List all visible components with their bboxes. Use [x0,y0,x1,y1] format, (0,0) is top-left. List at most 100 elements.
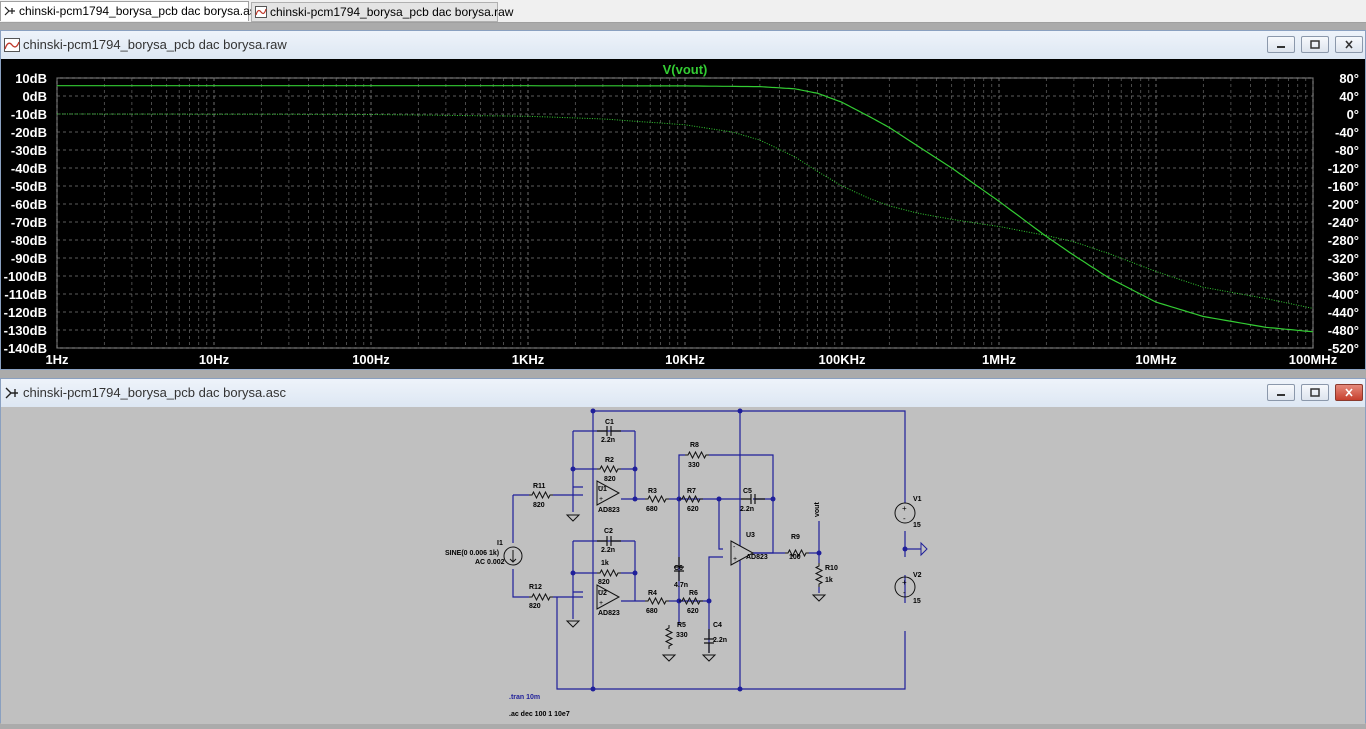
y-left-tick-label: -140dB [4,341,47,356]
y-right-tick-label: 40° [1339,89,1359,104]
y-left-tick-label: -60dB [11,197,47,212]
y-left-tick-label: -130dB [4,323,47,338]
maximize-icon [1310,40,1320,49]
r2-ref: R2 [605,457,614,464]
y-left-tick-label: -10dB [11,107,47,122]
y-right-tick-label: 0° [1347,107,1359,122]
r2-value: 820 [604,476,616,483]
y-right-tick-label: -160° [1328,179,1359,194]
v1-ref: V1 [913,496,922,503]
vout-net-label: vout [814,502,821,517]
schematic-svg[interactable]: -+ +- [1,407,1365,724]
v1-value: 15 [913,522,921,529]
plot-grid [56,77,1314,349]
r12-ref: R12 [529,584,542,591]
y-right-tick-label: -400° [1328,287,1359,302]
minimize-button[interactable] [1267,36,1295,53]
y-right-tick-label: -200° [1328,197,1359,212]
c2-value: 2.2n [601,547,615,554]
y-left-tick-label: -70dB [11,215,47,230]
r5-value: 330 [676,632,688,639]
maximize-button[interactable] [1301,384,1329,401]
close-button[interactable] [1335,36,1363,53]
waveform-titlebar[interactable]: chinski-pcm1794_borysa_pcb dac borysa.ra… [1,31,1365,60]
c5-value: 2.2n [740,506,754,513]
r5-ref: R5 [677,622,686,629]
y-right-tick-label: -360° [1328,269,1359,284]
schematic-titlebar[interactable]: chinski-pcm1794_borysa_pcb dac borysa.as… [1,379,1365,408]
tab-schematic-label: chinski-pcm1794_borysa_pcb dac borysa.as… [19,4,262,18]
bode-plot[interactable]: V(vout) 10dB 0dB -10dB -20dB -30dB -40dB -50dB… [1,59,1365,369]
plot-trace-title[interactable]: V(vout) [663,62,708,77]
r10-ref: R10 [825,565,838,572]
i1-sine: SINE(0 0.006 1k) [445,550,499,557]
v2-ref: V2 [913,572,922,579]
schematic-canvas[interactable]: -+ +- [1,407,1365,724]
y-left-tick-label: -90dB [11,251,47,266]
schematic-icon [5,387,18,399]
tab-schematic[interactable]: chinski-pcm1794_borysa_pcb dac borysa.as… [0,1,262,21]
y-right-tick-label: -80° [1335,143,1359,158]
y-right-tick-label: -480° [1328,323,1359,338]
y-left-tick-label: -110dB [4,287,47,302]
i1-ac: AC 0.002 [475,559,505,566]
trace-phase [57,113,1314,309]
close-icon [1345,388,1353,397]
schematic-labels: C1 2.2n R2 820 R8 330 R11 820 U1 AD823 R… [445,419,922,644]
i1-ref: I1 [497,540,503,547]
x-tick-label: 1MHz [982,352,1016,367]
maximize-icon [1310,388,1320,397]
y-left-tick-label: -50dB [11,179,47,194]
plot-axis-labels: 10dB 0dB -10dB -20dB -30dB -40dB -50dB -60dB -70… [4,71,1359,367]
waveform-window: chinski-pcm1794_borysa_pcb dac borysa.ra… [0,30,1366,370]
waveform-icon [255,6,267,18]
close-icon [1345,40,1353,49]
document-tab-bar: chinski-pcm1794_borysa_pcb dac borysa.as… [0,0,1366,23]
y-right-tick-label: -440° [1328,305,1359,320]
tab-waveform[interactable]: chinski-pcm1794_borysa_pcb dac borysa.ra… [251,2,513,22]
r12-value: 820 [529,603,541,610]
y-left-tick-label: -20dB [11,125,47,140]
minimize-button[interactable] [1267,384,1295,401]
u2-ref: U2 [598,590,607,597]
r9-ref: R9 [791,534,800,541]
r1k-value: 820 [598,579,610,586]
maximize-button[interactable] [1301,36,1329,53]
close-button[interactable] [1335,384,1363,401]
y-right-tick-label: 80° [1339,71,1359,86]
r6-value: 620 [687,608,699,615]
y-right-tick-label: -120° [1328,161,1359,176]
tab-waveform-label: chinski-pcm1794_borysa_pcb dac borysa.ra… [270,5,514,19]
u1-value: AD823 [598,507,620,514]
u3-ref: U3 [746,532,755,539]
schematic-icon [4,6,15,16]
r8-value: 330 [688,462,700,469]
r7-value: 620 [687,506,699,513]
y-left-tick-label: -40dB [11,161,47,176]
r8-ref: R8 [690,442,699,449]
x-tick-label: 100KHz [819,352,866,367]
x-tick-label: 1Hz [45,352,69,367]
y-left-tick-label: 0dB [22,89,47,104]
r10-value: 1k [825,577,833,584]
r4-value: 680 [646,608,658,615]
x-tick-label: 1KHz [512,352,545,367]
u3-value: AD823 [746,554,768,561]
bode-plot-svg[interactable]: V(vout) 10dB 0dB -10dB -20dB -30dB -40dB -50dB… [1,59,1365,369]
c6-value: 4.7n [674,582,688,589]
r3-ref: R3 [648,488,657,495]
schematic-junctions [570,408,908,692]
y-left-tick-label: 10dB [15,71,47,86]
plot-traces [57,85,1314,333]
c4-value: 2.2n [713,637,727,644]
ac-directive: .ac dec 100 1 10e7 [509,711,570,718]
y-right-tick-label: -280° [1328,233,1359,248]
c6-ref: C6 [674,565,683,572]
v2-value: 15 [913,598,921,605]
y-left-tick-label: -30dB [11,143,47,158]
r7-ref: R7 [687,488,696,495]
u2-value: AD823 [598,610,620,617]
x-tick-label: 10MHz [1135,352,1177,367]
c5-ref: C5 [743,488,752,495]
waveform-icon [4,38,20,52]
